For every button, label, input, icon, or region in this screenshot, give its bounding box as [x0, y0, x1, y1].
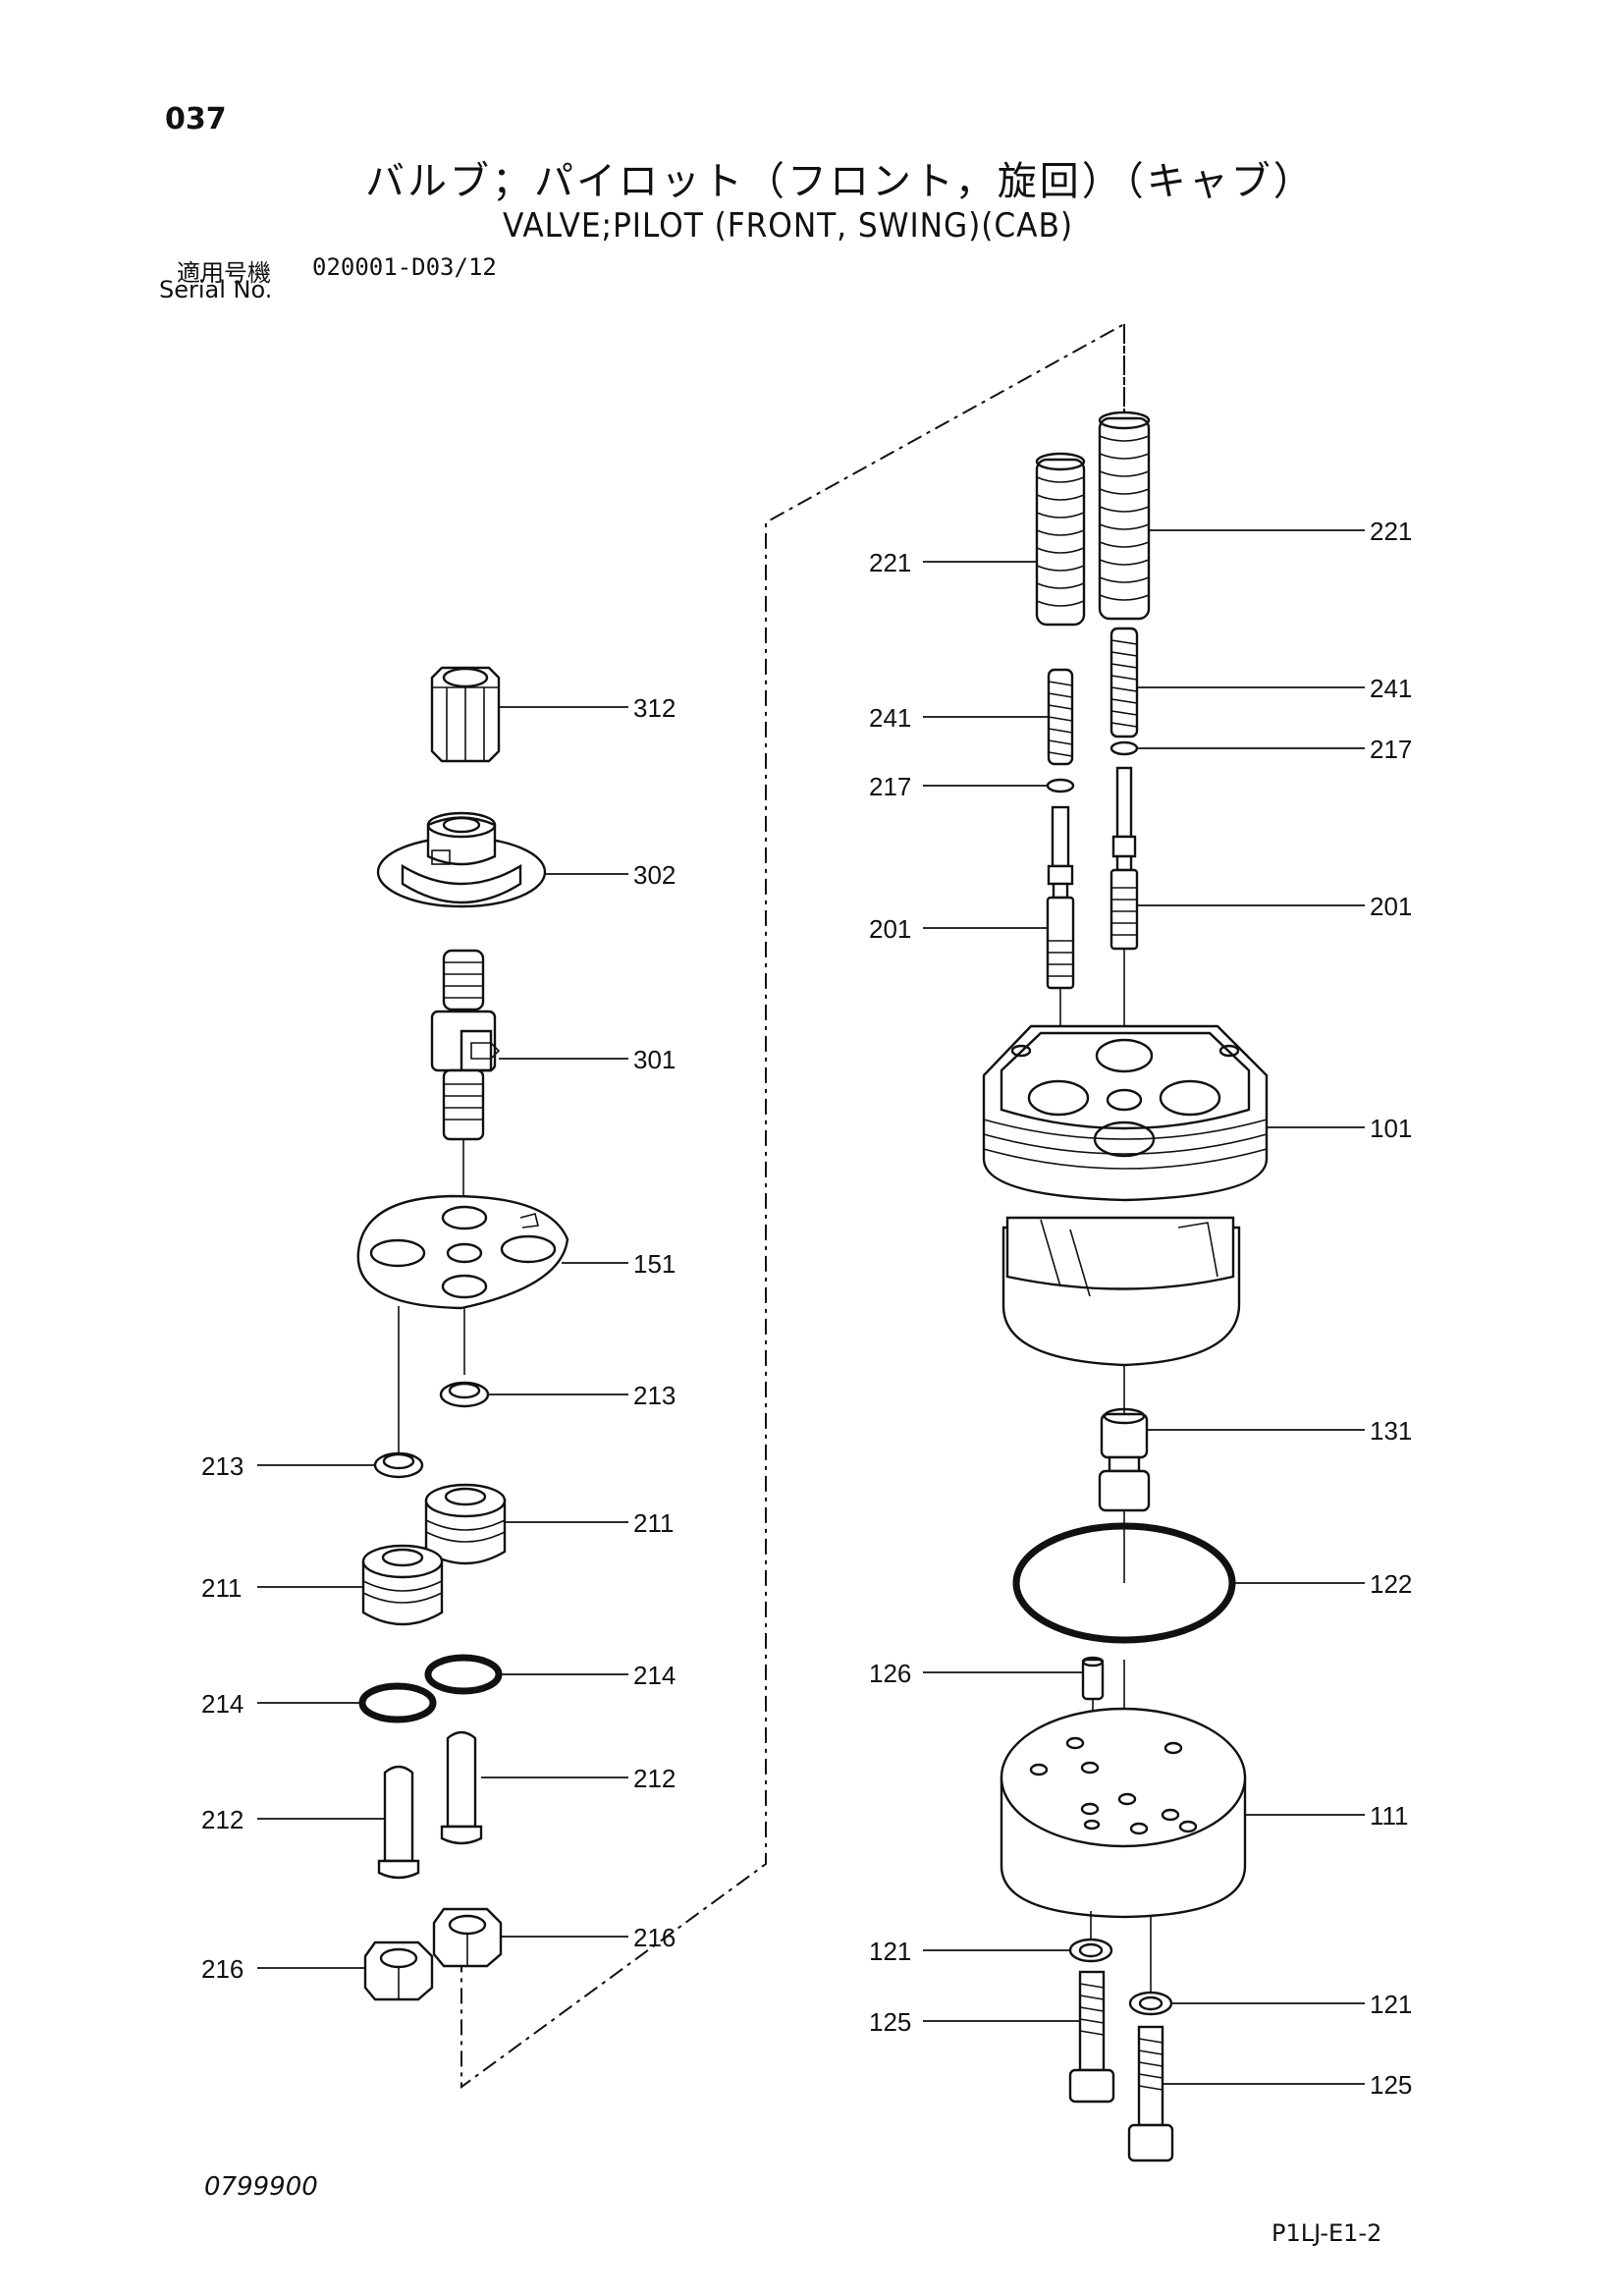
part-131-spool — [1098, 1407, 1151, 1512]
label-214-left: 214 — [201, 1689, 243, 1719]
label-211-right: 211 — [633, 1508, 674, 1538]
part-126-pin — [1081, 1656, 1105, 1701]
label-131: 131 — [1370, 1416, 1412, 1446]
part-216-nut-left — [363, 1941, 434, 2001]
part-241-spring-left — [1047, 668, 1074, 766]
part-217-ring-right — [1109, 740, 1139, 756]
label-201-right: 201 — [1370, 892, 1412, 921]
label-212-right: 212 — [633, 1764, 676, 1793]
label-302: 302 — [633, 860, 676, 890]
part-312-hex-nut — [430, 666, 501, 763]
label-125-right: 125 — [1370, 2070, 1412, 2100]
label-216-left: 216 — [201, 1954, 243, 1984]
label-121-left: 121 — [869, 1937, 911, 1966]
label-216-right: 216 — [633, 1923, 676, 1952]
title-japanese: バルブ；パイロット（フロント，旋回）（キャブ） — [365, 159, 1316, 204]
page-code: P1LJ-E1-2 — [1271, 2219, 1382, 2247]
label-241-right: 241 — [1370, 674, 1412, 703]
label-217-left: 217 — [869, 772, 911, 801]
label-122: 122 — [1370, 1569, 1412, 1599]
part-302-plate — [376, 811, 547, 908]
part-213-seal-right — [439, 1381, 490, 1408]
part-212-pin-right — [440, 1730, 483, 1845]
part-101-casing — [982, 1024, 1269, 1367]
label-221-left: 221 — [869, 548, 911, 577]
part-151-plate — [356, 1194, 569, 1310]
part-213-seal-left — [373, 1451, 424, 1479]
label-151: 151 — [633, 1249, 676, 1279]
label-241-left: 241 — [869, 703, 911, 733]
title-english: VALVE;PILOT (FRONT, SWING)(CAB) — [503, 206, 1073, 246]
label-301: 301 — [633, 1045, 676, 1074]
label-101: 101 — [1370, 1114, 1412, 1143]
part-241-spring-right — [1109, 627, 1139, 738]
serial-value: 020001-D03/12 — [312, 253, 497, 281]
part-121-washer-left — [1068, 1938, 1113, 1963]
label-111: 111 — [1370, 1801, 1409, 1831]
label-213-right: 213 — [633, 1381, 676, 1410]
label-213-left: 213 — [201, 1451, 243, 1481]
part-221-spring-right — [1098, 410, 1151, 621]
part-201-spool-left — [1046, 805, 1075, 990]
part-111-body — [1000, 1707, 1247, 1919]
part-121-washer-right — [1128, 1991, 1173, 2016]
part-125-bolt-left — [1068, 1970, 1115, 2104]
part-211-plug-left — [361, 1544, 444, 1626]
serial-label-english: Serial No. — [159, 276, 273, 303]
part-217-ring-left — [1046, 778, 1075, 793]
part-214-oring-right — [424, 1654, 503, 1695]
label-126: 126 — [869, 1659, 911, 1688]
label-312: 312 — [633, 693, 676, 723]
label-201-left: 201 — [869, 914, 911, 944]
serial-label-japanese: 適用号機 — [177, 259, 271, 287]
label-125-left: 125 — [869, 2007, 911, 2037]
part-301-universal-joint — [430, 949, 501, 1141]
part-221-spring-left — [1035, 452, 1086, 627]
label-214-right: 214 — [633, 1661, 676, 1690]
part-214-oring-left — [358, 1682, 437, 1723]
document-number: 0799900 — [204, 2172, 318, 2202]
part-216-nut-right — [432, 1907, 503, 1968]
part-211-plug-right — [424, 1483, 507, 1565]
page-number: 037 — [165, 102, 227, 137]
part-125-bolt-right — [1127, 2025, 1174, 2162]
part-212-pin-left — [377, 1765, 420, 1880]
part-201-spool-right — [1109, 766, 1139, 951]
label-212-left: 212 — [201, 1805, 243, 1834]
label-121-right: 121 — [1370, 1990, 1412, 2019]
label-217-right: 217 — [1370, 735, 1412, 764]
label-211-left: 211 — [201, 1573, 242, 1603]
label-221-right: 221 — [1370, 517, 1412, 546]
